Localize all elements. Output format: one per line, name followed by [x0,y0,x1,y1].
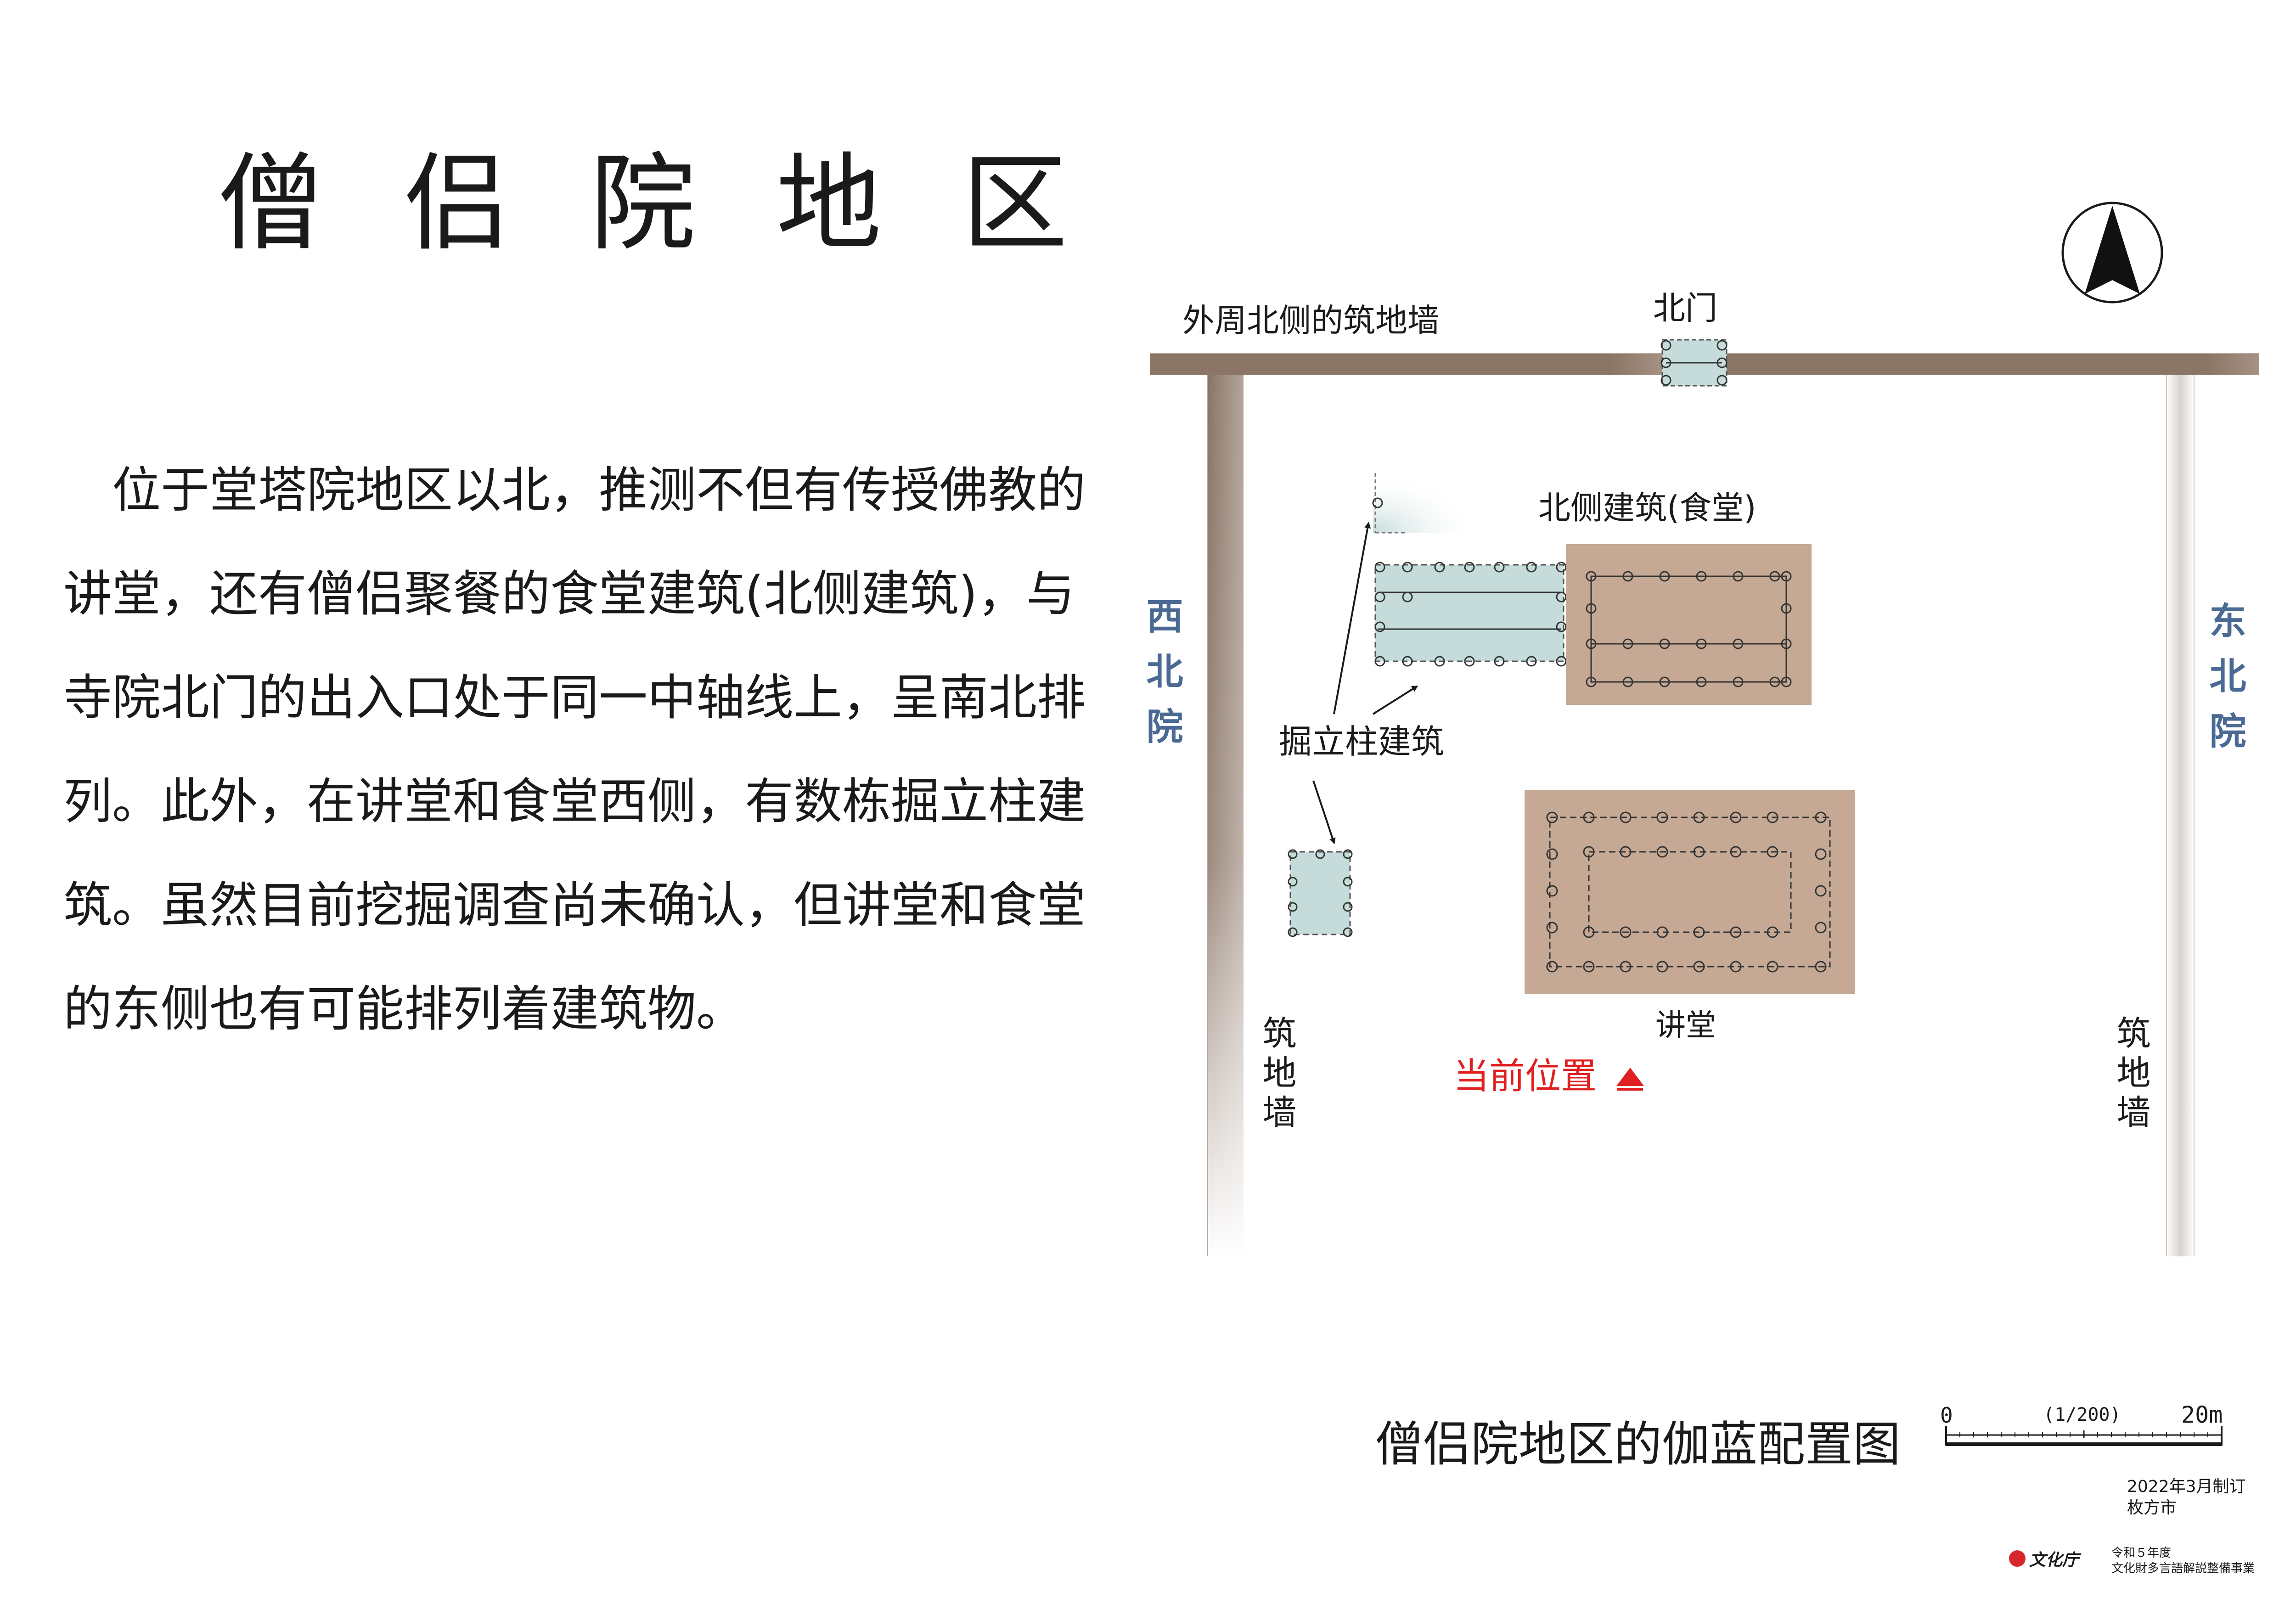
pillar-building-north [1374,562,1567,667]
description-paragraph: 位于堂塔院地区以北，推测不但有传授佛教的讲堂，还有僧侣聚餐的食堂建筑(北侧建筑)… [63,462,1086,1037]
agency-logo: 文化庁 [2009,1547,2079,1570]
page-title: 僧侣院地区 [218,143,1148,265]
agency-logo-icon [2009,1550,2026,1567]
scale-bar [1945,1426,2223,1446]
west-wall-label: 筑地墙 [1257,1015,1296,1134]
north-arrow-icon [2061,202,2163,304]
refectory-building [1566,544,1812,705]
lecture-hall-building [1525,790,1855,994]
northwest-precinct-label: 西北院 [1141,597,1183,762]
northeast-precinct-label: 东北院 [2204,602,2246,767]
north-gate-label: 北门 [1653,289,1717,327]
current-position-marker-icon [1616,1068,1644,1091]
pillar-building-trace [1372,473,1479,534]
legend-title: 僧侣院地区的伽蓝配置图 [1375,1416,1901,1472]
pillar-building-south [1288,849,1353,937]
west-earthen-wall [1207,375,1244,1256]
east-earthen-wall [2166,375,2195,1256]
scale-start-label: 0 [1940,1403,1953,1428]
project-name: 文化財多言語解説整備事業 [2111,1562,2255,1576]
pillar-building-label: 掘立柱建筑 [1279,722,1444,761]
revision-date: 2022年3月制订 [2127,1477,2246,1496]
east-wall-label: 筑地墙 [2111,1015,2150,1134]
agency-name: 文化庁 [2029,1550,2079,1570]
scale-end-label: 20m [2181,1401,2223,1428]
revision-note: 2022年3月制订 枚方市 [2127,1476,2246,1519]
description-text: 位于堂塔院地区以北，推测不但有传授佛教的讲堂，还有僧侣聚餐的食堂建筑(北侧建筑)… [63,439,1087,1061]
scale-ratio-label: (1/200) [2043,1404,2121,1425]
refectory-label: 北侧建筑(食堂) [1538,489,1756,527]
north-wall-label: 外周北侧的筑地墙 [1182,302,1440,339]
project-note: 令和５年度 文化財多言語解説整備事業 [2111,1545,2255,1576]
pillar-building-arrows [1312,522,1418,844]
north-gate [1660,339,1728,387]
city-name: 枚方市 [2127,1498,2177,1517]
current-position-label: 当前位置 [1453,1056,1597,1097]
project-year: 令和５年度 [2111,1546,2172,1560]
lecture-hall-label: 讲堂 [1655,1007,1716,1043]
